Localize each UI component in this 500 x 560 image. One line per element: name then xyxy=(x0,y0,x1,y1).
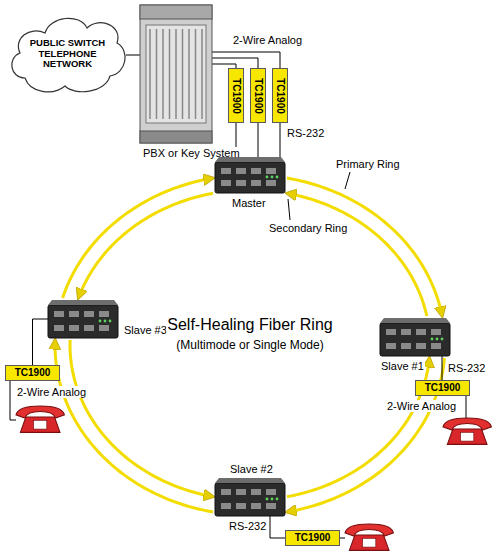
unit-label: Slave #3 xyxy=(123,324,168,336)
wire xyxy=(33,319,49,365)
telephone xyxy=(16,406,64,432)
wire xyxy=(258,123,259,157)
cloud-text: PUBLIC SWITCH TELEPHONE NETWORK xyxy=(27,10,108,98)
device-name: TC1900 xyxy=(253,78,263,114)
telephone xyxy=(345,524,393,550)
wire xyxy=(270,516,285,538)
secondary-ring-fiber xyxy=(70,340,213,497)
wire xyxy=(280,123,281,157)
unit-label: Slave #2 xyxy=(229,463,274,475)
signal-label: 2-Wire Analog xyxy=(232,34,303,46)
device-name: TC1900 xyxy=(425,383,461,393)
primary-ring-fiber xyxy=(55,340,213,512)
tc1900-converter: TC1900 xyxy=(272,68,288,123)
secondary-ring-fiber xyxy=(287,193,427,316)
tc1900-converter: TC1900 xyxy=(250,68,266,123)
wire xyxy=(442,356,443,380)
device-name: TC1900 xyxy=(275,78,285,114)
tc1900-converter: TC1900 xyxy=(415,380,470,396)
unit-label: Master xyxy=(231,197,267,209)
slave-unit: Slave #1 xyxy=(380,318,450,356)
signal-label: RS-232 xyxy=(447,362,486,374)
signal-label: RS-232 xyxy=(286,127,325,139)
secondary-ring-fiber xyxy=(78,193,213,298)
phone-wire xyxy=(466,396,467,420)
ring-unit-drawing xyxy=(215,478,285,516)
ring-unit-drawing xyxy=(215,157,285,193)
device-name: TC1900 xyxy=(231,78,241,114)
signal-label: Secondary Ring xyxy=(268,222,348,234)
telephone xyxy=(443,418,491,444)
master-unit: Master xyxy=(215,157,285,193)
signal-label: 2-Wire Analog xyxy=(386,400,457,412)
primary-ring-fiber xyxy=(287,178,442,316)
leader-line xyxy=(345,172,350,189)
secondary-ring-fiber xyxy=(287,358,429,497)
wire xyxy=(212,52,280,68)
unit-label: Slave #1 xyxy=(380,360,425,372)
ring-title: (Multimode or Single Mode) xyxy=(175,339,324,352)
ring-unit-drawing xyxy=(380,318,450,356)
slave-unit: Slave #2 xyxy=(215,478,285,516)
tc1900-converter: TC1900 xyxy=(285,530,340,546)
pbx-cabinet: PBX or Key System xyxy=(140,5,212,143)
device-name: TC1900 xyxy=(15,368,51,378)
tc1900-converter: TC1900 xyxy=(228,68,244,123)
signal-label: 2-Wire Analog xyxy=(16,386,87,398)
signal-label: Primary Ring xyxy=(335,158,401,170)
wire xyxy=(126,55,140,56)
slave-unit: Slave #3 xyxy=(48,300,118,338)
cabinet-drawing xyxy=(140,5,212,143)
primary-ring-fiber xyxy=(63,178,213,298)
wire xyxy=(212,58,258,68)
device-name: TC1900 xyxy=(295,533,331,543)
ring-title: Self-Healing Fiber Ring xyxy=(166,316,333,334)
phone-wire xyxy=(340,538,345,539)
network-cloud: PUBLIC SWITCH TELEPHONE NETWORK xyxy=(5,10,130,98)
ring-unit-drawing xyxy=(48,300,118,338)
signal-label: RS-232 xyxy=(228,520,267,532)
tc1900-converter: TC1900 xyxy=(5,365,60,381)
leader-line xyxy=(288,199,290,220)
